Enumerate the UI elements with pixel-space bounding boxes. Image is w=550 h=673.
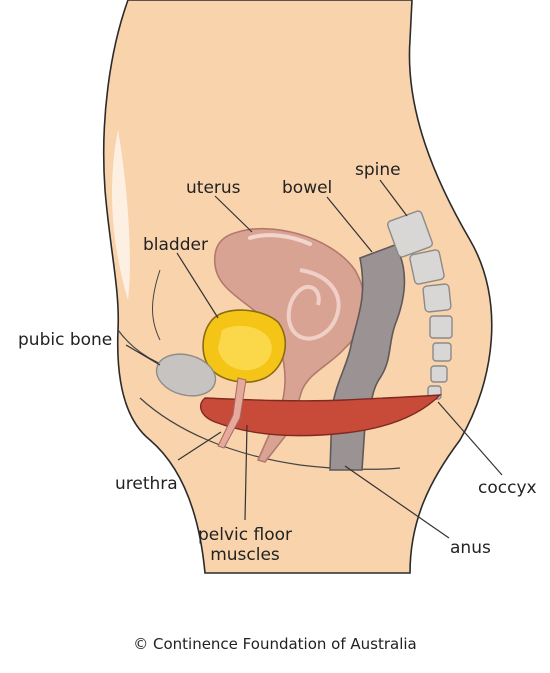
leader-line-pelvic-floor: [244, 424, 248, 521]
vertebra: [387, 210, 433, 258]
bladder-inner: [218, 325, 272, 371]
uterus-cavity: [286, 268, 341, 341]
label-anus: anus: [450, 538, 491, 558]
pelvic-floor-muscle-shape: [199, 394, 442, 437]
leader-line-urethra: [177, 431, 222, 461]
spine-vertebrae: [387, 210, 453, 400]
vertebra: [429, 315, 453, 339]
leader-line-bowel: [326, 196, 373, 253]
label-pubic-bone: pubic bone: [18, 330, 113, 350]
urethra-shape: [217, 377, 247, 449]
leader-line-uterus: [214, 195, 253, 233]
label-bowel: bowel: [282, 178, 333, 198]
leader-line-spine: [379, 179, 408, 217]
label-pelvic-floor-line2: muscles: [210, 545, 280, 565]
label-spine: spine: [355, 160, 401, 180]
vertebra: [430, 365, 448, 383]
label-uterus: uterus: [186, 178, 241, 198]
leader-line-anus: [344, 465, 450, 539]
pubic-bone-shape: [155, 353, 217, 397]
groin-line: [139, 397, 401, 470]
vertebra: [422, 283, 452, 313]
skin-highlight: [112, 130, 130, 300]
label-pelvic-floor: pelvic floor muscles: [180, 525, 310, 565]
leader-line-coccyx: [437, 401, 503, 476]
leader-line-pubic-bone: [125, 344, 161, 366]
label-bladder: bladder: [143, 235, 208, 255]
uterus-highlight: [248, 233, 312, 246]
label-coccyx: coccyx: [478, 478, 537, 498]
label-pelvic-floor-line1: pelvic floor: [197, 525, 292, 545]
buttock-line: [152, 269, 161, 341]
vertebra: [432, 342, 452, 362]
copyright-notice: © Continence Foundation of Australia: [133, 635, 417, 653]
label-urethra: urethra: [115, 474, 178, 494]
vertebra: [409, 249, 445, 285]
leader-lines: [125, 179, 503, 539]
leader-line-bladder: [176, 252, 219, 319]
